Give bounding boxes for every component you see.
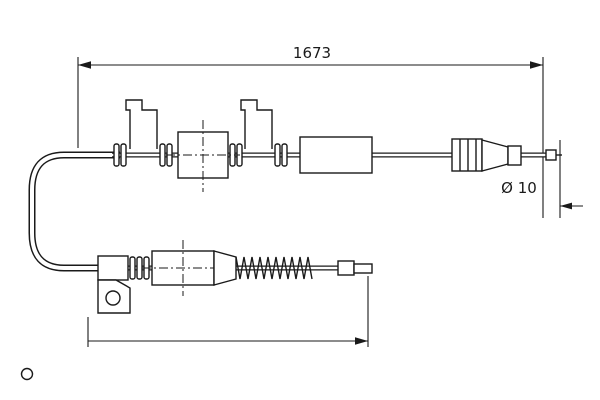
sleeve-cone: [213, 250, 237, 286]
cable-grommet-ridge: [113, 143, 120, 167]
cable-grommet-ridge: [136, 256, 143, 280]
bottom-length-dimension: [87, 276, 369, 347]
cable-grommet-ridge: [281, 143, 288, 167]
cable-grommet-ridge: [274, 143, 281, 167]
mounting-bracket-2: [240, 99, 273, 149]
arrowhead-left-icon: [78, 61, 91, 69]
cable-left-loop-core: [30, 153, 120, 270]
adjuster-barrel: [451, 138, 483, 172]
cable-grommet-ridge: [120, 143, 127, 167]
cable-housing: [299, 136, 373, 174]
cable-grommet-ridge: [129, 256, 136, 280]
mounting-hole: [105, 290, 121, 306]
upper-cable-run: [28, 99, 562, 272]
arrowhead-right-icon: [355, 337, 368, 345]
cable-end-fitting: [545, 149, 557, 161]
abutment-clamp: [97, 255, 129, 281]
top-length-dimension: 1673: [77, 44, 544, 218]
lower-cable-run: [97, 240, 373, 314]
corner-mark: [20, 367, 34, 381]
end-fitting-pin: [353, 263, 373, 274]
arrowhead-right-icon: [530, 61, 543, 69]
mounting-bracket-1: [125, 99, 158, 149]
end-fitting-body: [337, 260, 355, 276]
adjuster-cone: [481, 139, 509, 172]
cable-left-loop-outline: [28, 151, 120, 272]
protective-bellows: [235, 256, 313, 280]
overall-length-label: 1673: [293, 44, 331, 62]
diameter-dimension: Ø 10: [501, 140, 583, 218]
diameter-label: Ø 10: [501, 179, 537, 197]
arrowhead-icon: [560, 202, 572, 210]
cable-grommet-ridge: [159, 143, 166, 167]
adjuster-collar: [507, 145, 522, 166]
